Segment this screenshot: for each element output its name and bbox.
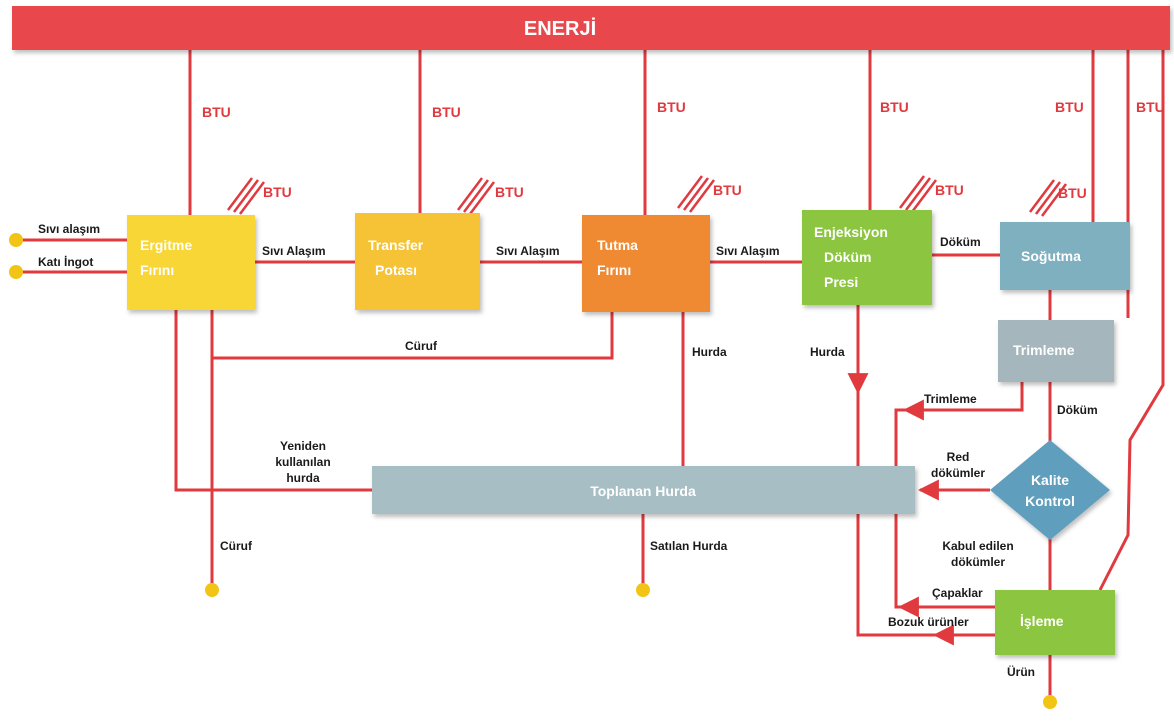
btu-labels: BTU BTU BTU BTU BTU BTU	[202, 99, 1165, 120]
heat-wave-icon	[899, 175, 937, 213]
svg-text:BTU: BTU	[1136, 99, 1165, 115]
box-enjeksiyon	[802, 210, 932, 305]
heat-wave-icon	[676, 175, 716, 213]
box-transfer-line1: Transfer	[368, 237, 424, 253]
label-kati-ingot: Katı İngot	[38, 254, 93, 269]
box-ergitme-line2: Fırını	[140, 262, 174, 278]
label-kabul-2: dökümler	[951, 555, 1005, 569]
box-toplanan-hurda	[372, 466, 915, 514]
svg-text:BTU: BTU	[657, 99, 686, 115]
svg-text:BTU: BTU	[1058, 185, 1087, 201]
flow-lines	[16, 48, 1165, 700]
output-dot-urun	[1043, 695, 1057, 709]
label-dokum-2: Döküm	[1057, 403, 1098, 417]
label-trimleme-flow: Trimleme	[924, 392, 977, 406]
label-yeniden-1: Yeniden	[280, 439, 326, 453]
label-red-2: dökümler	[931, 466, 985, 480]
label-dokum-1: Döküm	[940, 235, 981, 249]
box-transfer-line2: Potası	[375, 262, 417, 278]
box-enjeksiyon-line1: Enjeksiyon	[814, 224, 888, 240]
energy-title: ENERJİ	[524, 17, 596, 40]
label-red-1: Red	[947, 450, 970, 464]
box-sogutma	[1000, 222, 1130, 290]
heat-btu-text: BTU BTU BTU BTU BTU	[263, 182, 1087, 201]
label-capaklar: Çapaklar	[932, 586, 983, 600]
label-curuf-mid: Cüruf	[405, 339, 438, 353]
heat-wave-icon	[1028, 179, 1067, 217]
label-urun: Ürün	[1007, 664, 1035, 679]
box-ergitme-line1: Ergitme	[140, 237, 192, 253]
svg-text:BTU: BTU	[263, 184, 292, 200]
label-hurda-2: Hurda	[810, 345, 845, 359]
label-sivi-alasim-3: Sıvı Alaşım	[716, 244, 780, 258]
box-kalite-line1: Kalite	[1031, 472, 1069, 488]
heat-wave-icon	[226, 177, 266, 215]
svg-text:BTU: BTU	[935, 182, 964, 198]
svg-text:BTU: BTU	[432, 104, 461, 120]
label-sivi-alasim-1: Sıvı Alaşım	[262, 244, 326, 258]
box-kalite-line2: Kontrol	[1025, 493, 1075, 509]
box-tutma	[582, 215, 710, 312]
box-isleme-label: İşleme	[1020, 613, 1064, 629]
heat-wave-icon	[456, 177, 496, 215]
box-trimleme	[998, 320, 1114, 382]
arrowheads	[897, 399, 990, 646]
svg-text:BTU: BTU	[713, 182, 742, 198]
box-enjeksiyon-line2: Döküm	[824, 249, 871, 265]
box-kalite-kontrol	[990, 440, 1110, 540]
label-satilan-hurda: Satılan Hurda	[650, 539, 728, 553]
label-yeniden-3: hurda	[286, 471, 320, 485]
svg-text:BTU: BTU	[880, 99, 909, 115]
box-transfer	[355, 213, 480, 310]
box-tutma-line1: Tutma	[597, 237, 638, 253]
box-tutma-line2: Fırını	[597, 262, 631, 278]
heat-emission-labels	[226, 175, 1067, 217]
label-sivi-alasim-2: Sıvı Alaşım	[496, 244, 560, 258]
svg-text:BTU: BTU	[1055, 99, 1084, 115]
input-dot-sivi	[9, 233, 23, 247]
label-yeniden-2: kullanılan	[275, 455, 330, 469]
label-sivi-alasim-input: Sıvı alaşım	[38, 222, 100, 236]
label-bozuk: Bozuk ürünler	[888, 615, 969, 629]
box-enjeksiyon-line3: Presi	[824, 274, 858, 290]
output-dot-satilan	[636, 583, 650, 597]
label-curuf-bottom: Cüruf	[220, 539, 253, 553]
input-dot-ingot	[9, 265, 23, 279]
box-ergitme	[127, 215, 255, 310]
label-hurda-1: Hurda	[692, 345, 727, 359]
output-dot-curuf	[205, 583, 219, 597]
endpoint-dots	[9, 233, 1057, 709]
energy-bar	[12, 6, 1170, 50]
svg-text:BTU: BTU	[495, 184, 524, 200]
box-sogutma-label: Soğutma	[1021, 248, 1081, 264]
box-trimleme-label: Trimleme	[1013, 342, 1075, 358]
flow-labels: Sıvı alaşım Katı İngot Sıvı Alaşım Sıvı …	[38, 222, 1098, 679]
box-isleme	[995, 590, 1115, 655]
box-toplanan-label: Toplanan Hurda	[590, 483, 696, 499]
label-kabul-1: Kabul edilen	[942, 539, 1013, 553]
svg-text:BTU: BTU	[202, 104, 231, 120]
